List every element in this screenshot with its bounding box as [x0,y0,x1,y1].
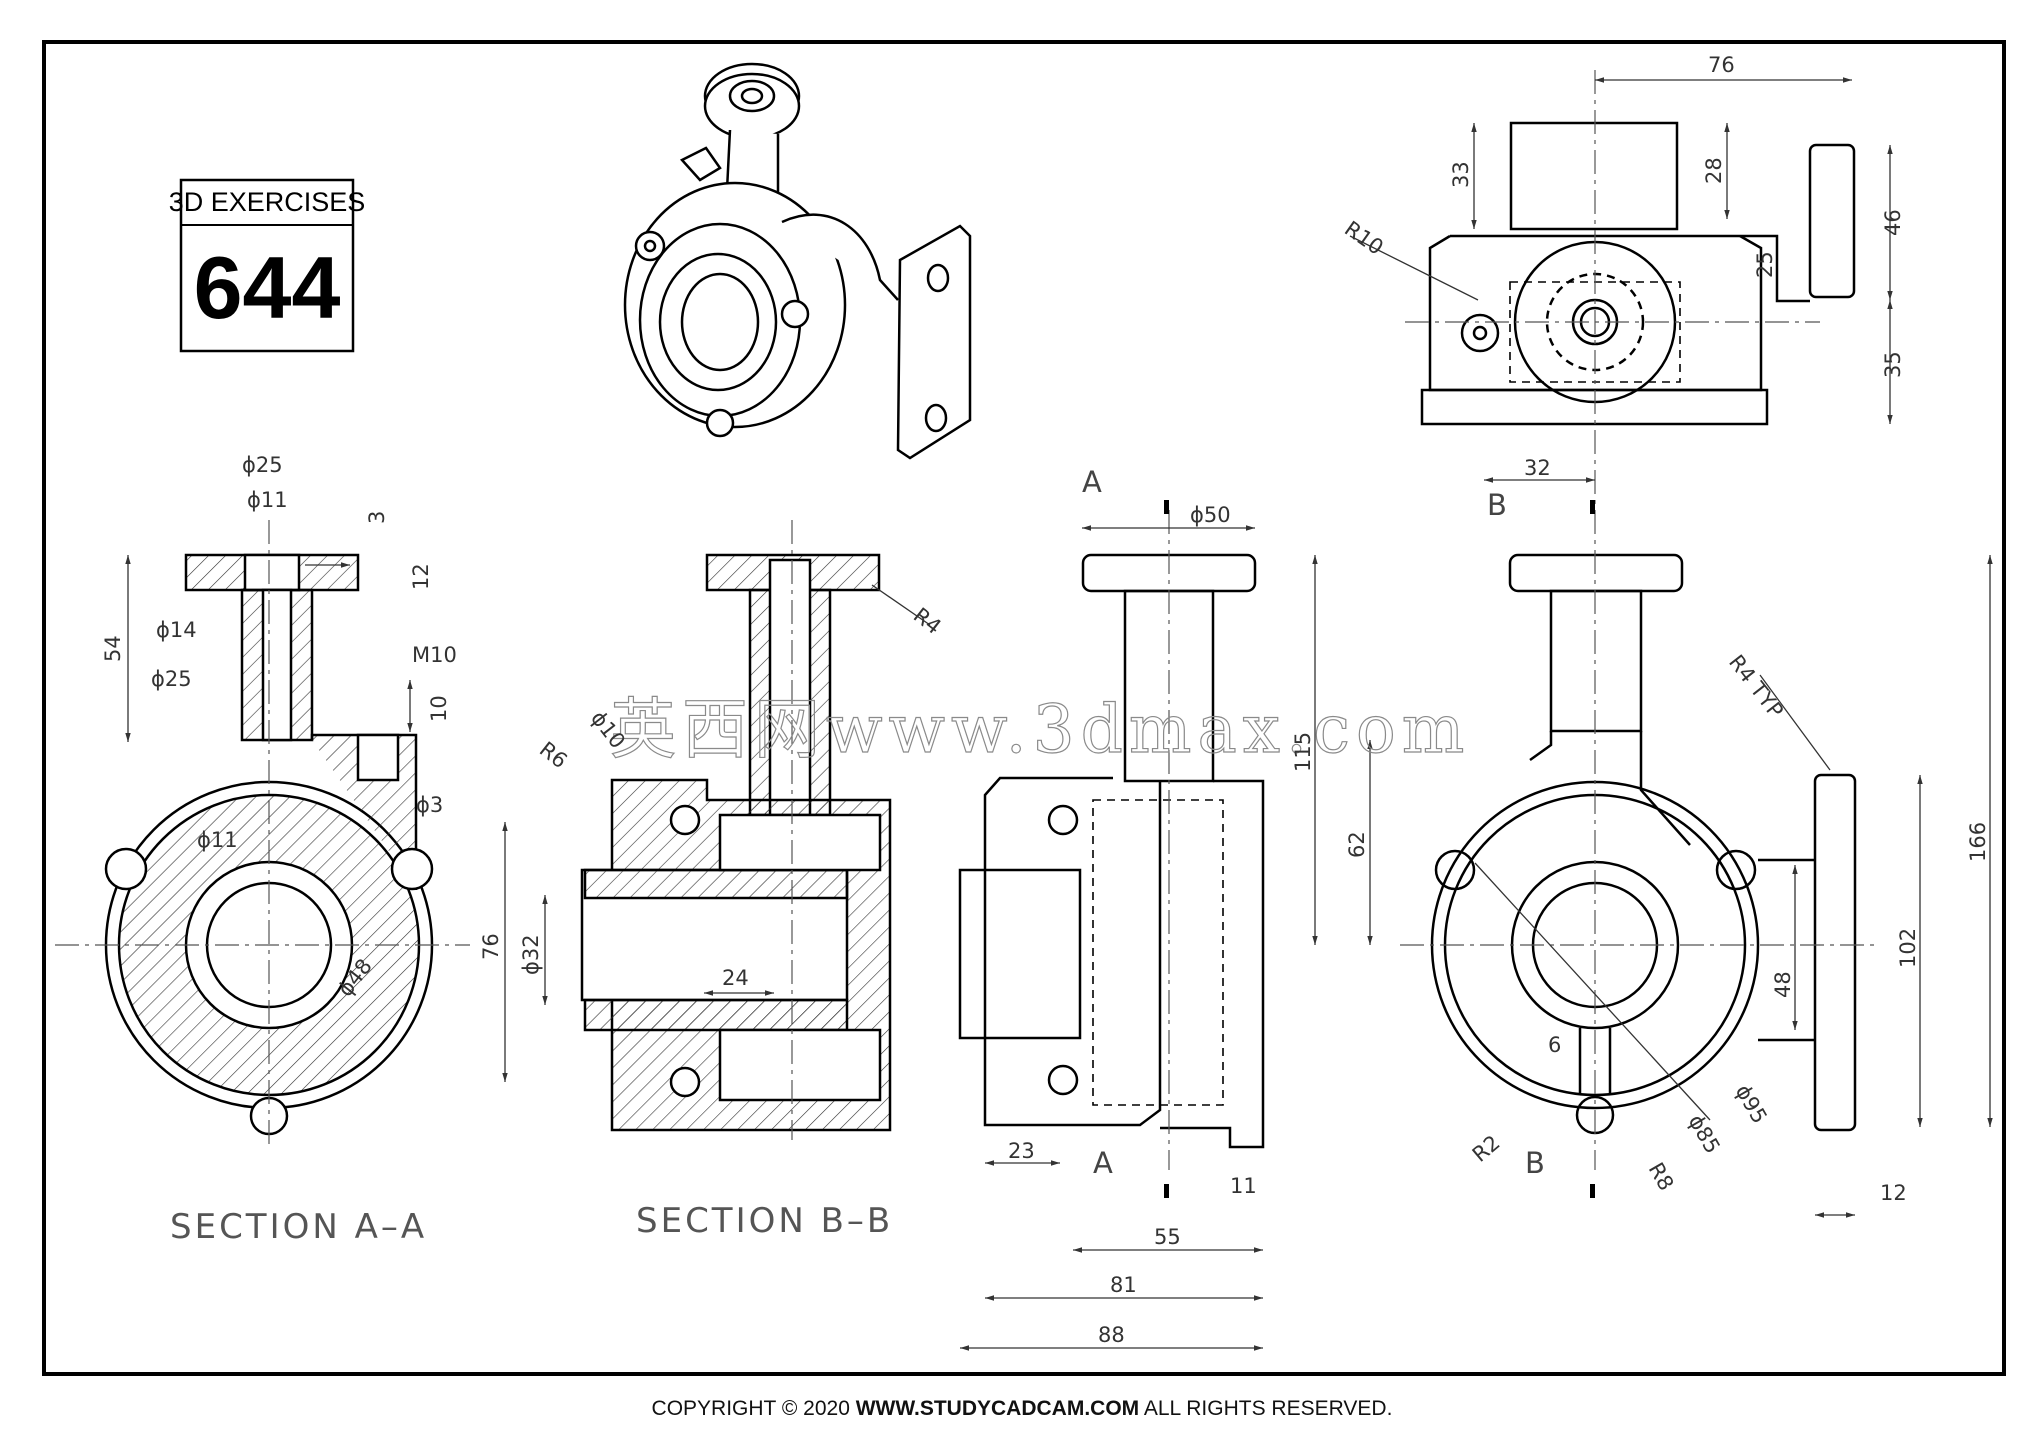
dim-6: 6 [1548,1033,1561,1057]
dim-phi85: ϕ85 [1684,1111,1725,1158]
dim-r4: R4 [909,603,946,639]
dim-28: 28 [1702,157,1726,184]
dim-12-front: 12 [1880,1181,1907,1205]
watermark: 英西网www.3dmax.com [610,691,1470,768]
dim-phi11-mid: ϕ11 [197,828,238,852]
section-aa-dimensions: ϕ25 ϕ11 3 12 54 ϕ14 ϕ25 M10 10 ϕ3 ϕ11 ϕ4… [101,453,457,1001]
section-bb-view [580,553,892,1132]
footer-suffix: ALL RIGHTS RESERVED. [1139,1397,1393,1420]
dim-32: 32 [1524,456,1551,480]
dim-54: 54 [101,635,125,662]
dimension-lines [125,77,1993,1351]
dim-phi32: ϕ32 [519,934,543,975]
dim-81: 81 [1110,1273,1137,1297]
cut-label-b-bottom: B [1525,1146,1547,1180]
dim-33: 33 [1449,161,1473,188]
footer-prefix: COPYRIGHT © 2020 [651,1397,856,1420]
dim-phi14: ϕ14 [156,618,197,642]
dim-m10: M10 [412,643,457,667]
dim-166: 166 [1966,822,1990,862]
dim-phi95: ϕ95 [1731,1081,1772,1128]
center-lines [55,70,1880,1170]
footer-site-link[interactable]: WWW.STUDYCADCAM.COM [855,1397,1140,1420]
cut-label-a-bottom: A [1093,1146,1115,1180]
dim-115: 115 [1291,732,1315,772]
dim-23: 23 [1008,1139,1035,1163]
dim-88: 88 [1098,1323,1125,1347]
dim-10: 10 [427,695,451,722]
dim-phi25-top: ϕ25 [242,453,283,477]
section-bb-caption: SECTION B–B [636,1201,893,1241]
dim-3: 3 [365,511,389,524]
dim-phi11-top: ϕ11 [247,488,288,512]
cut-plane-markers [1164,500,1595,1198]
side-view-dimensions: ϕ50 23 11 55 81 88 [1008,503,1257,1347]
dim-102: 102 [1896,928,1920,968]
dim-24: 24 [722,966,749,990]
dim-76-bb: 76 [479,933,503,960]
dim-r2: R2 [1468,1130,1505,1166]
cut-label-b-top: B [1487,488,1509,522]
badge-title: 3D EXERCISES [169,187,366,217]
top-view-dimensions: 76 33 28 25 46 35 32 R10 [1340,53,1905,480]
dim-r10: R10 [1340,216,1388,259]
dim-11: 11 [1230,1174,1257,1198]
cut-label-a-top: A [1082,465,1104,499]
dim-46: 46 [1881,209,1905,236]
copyright-footer: COPYRIGHT © 2020 WWW.STUDYCADCAM.COM ALL… [0,1397,2044,1421]
top-view [1420,121,1856,426]
dim-62: 62 [1345,831,1369,858]
dim-12: 12 [409,563,433,590]
dim-r4-typ: R4 TYP [1724,650,1788,722]
dim-r8: R8 [1644,1159,1679,1195]
dim-25: 25 [1753,251,1777,278]
dim-phi3: ϕ3 [416,793,443,817]
dim-phi25: ϕ25 [151,667,192,691]
dim-55: 55 [1154,1225,1181,1249]
dim-76-top: 76 [1708,53,1735,77]
dim-48: 48 [1771,971,1795,998]
section-aa-caption: SECTION A–A [170,1207,427,1247]
border-frame [42,40,2006,1376]
front-view [1430,553,1857,1135]
dim-35: 35 [1881,351,1905,378]
side-view [958,553,1265,1149]
dim-r6: R6 [535,737,572,773]
exercise-badge: 3D EXERCISES 644 [169,178,366,353]
isometric-view [623,62,972,460]
dim-phi50: ϕ50 [1190,503,1231,527]
badge-number: 644 [194,238,341,337]
